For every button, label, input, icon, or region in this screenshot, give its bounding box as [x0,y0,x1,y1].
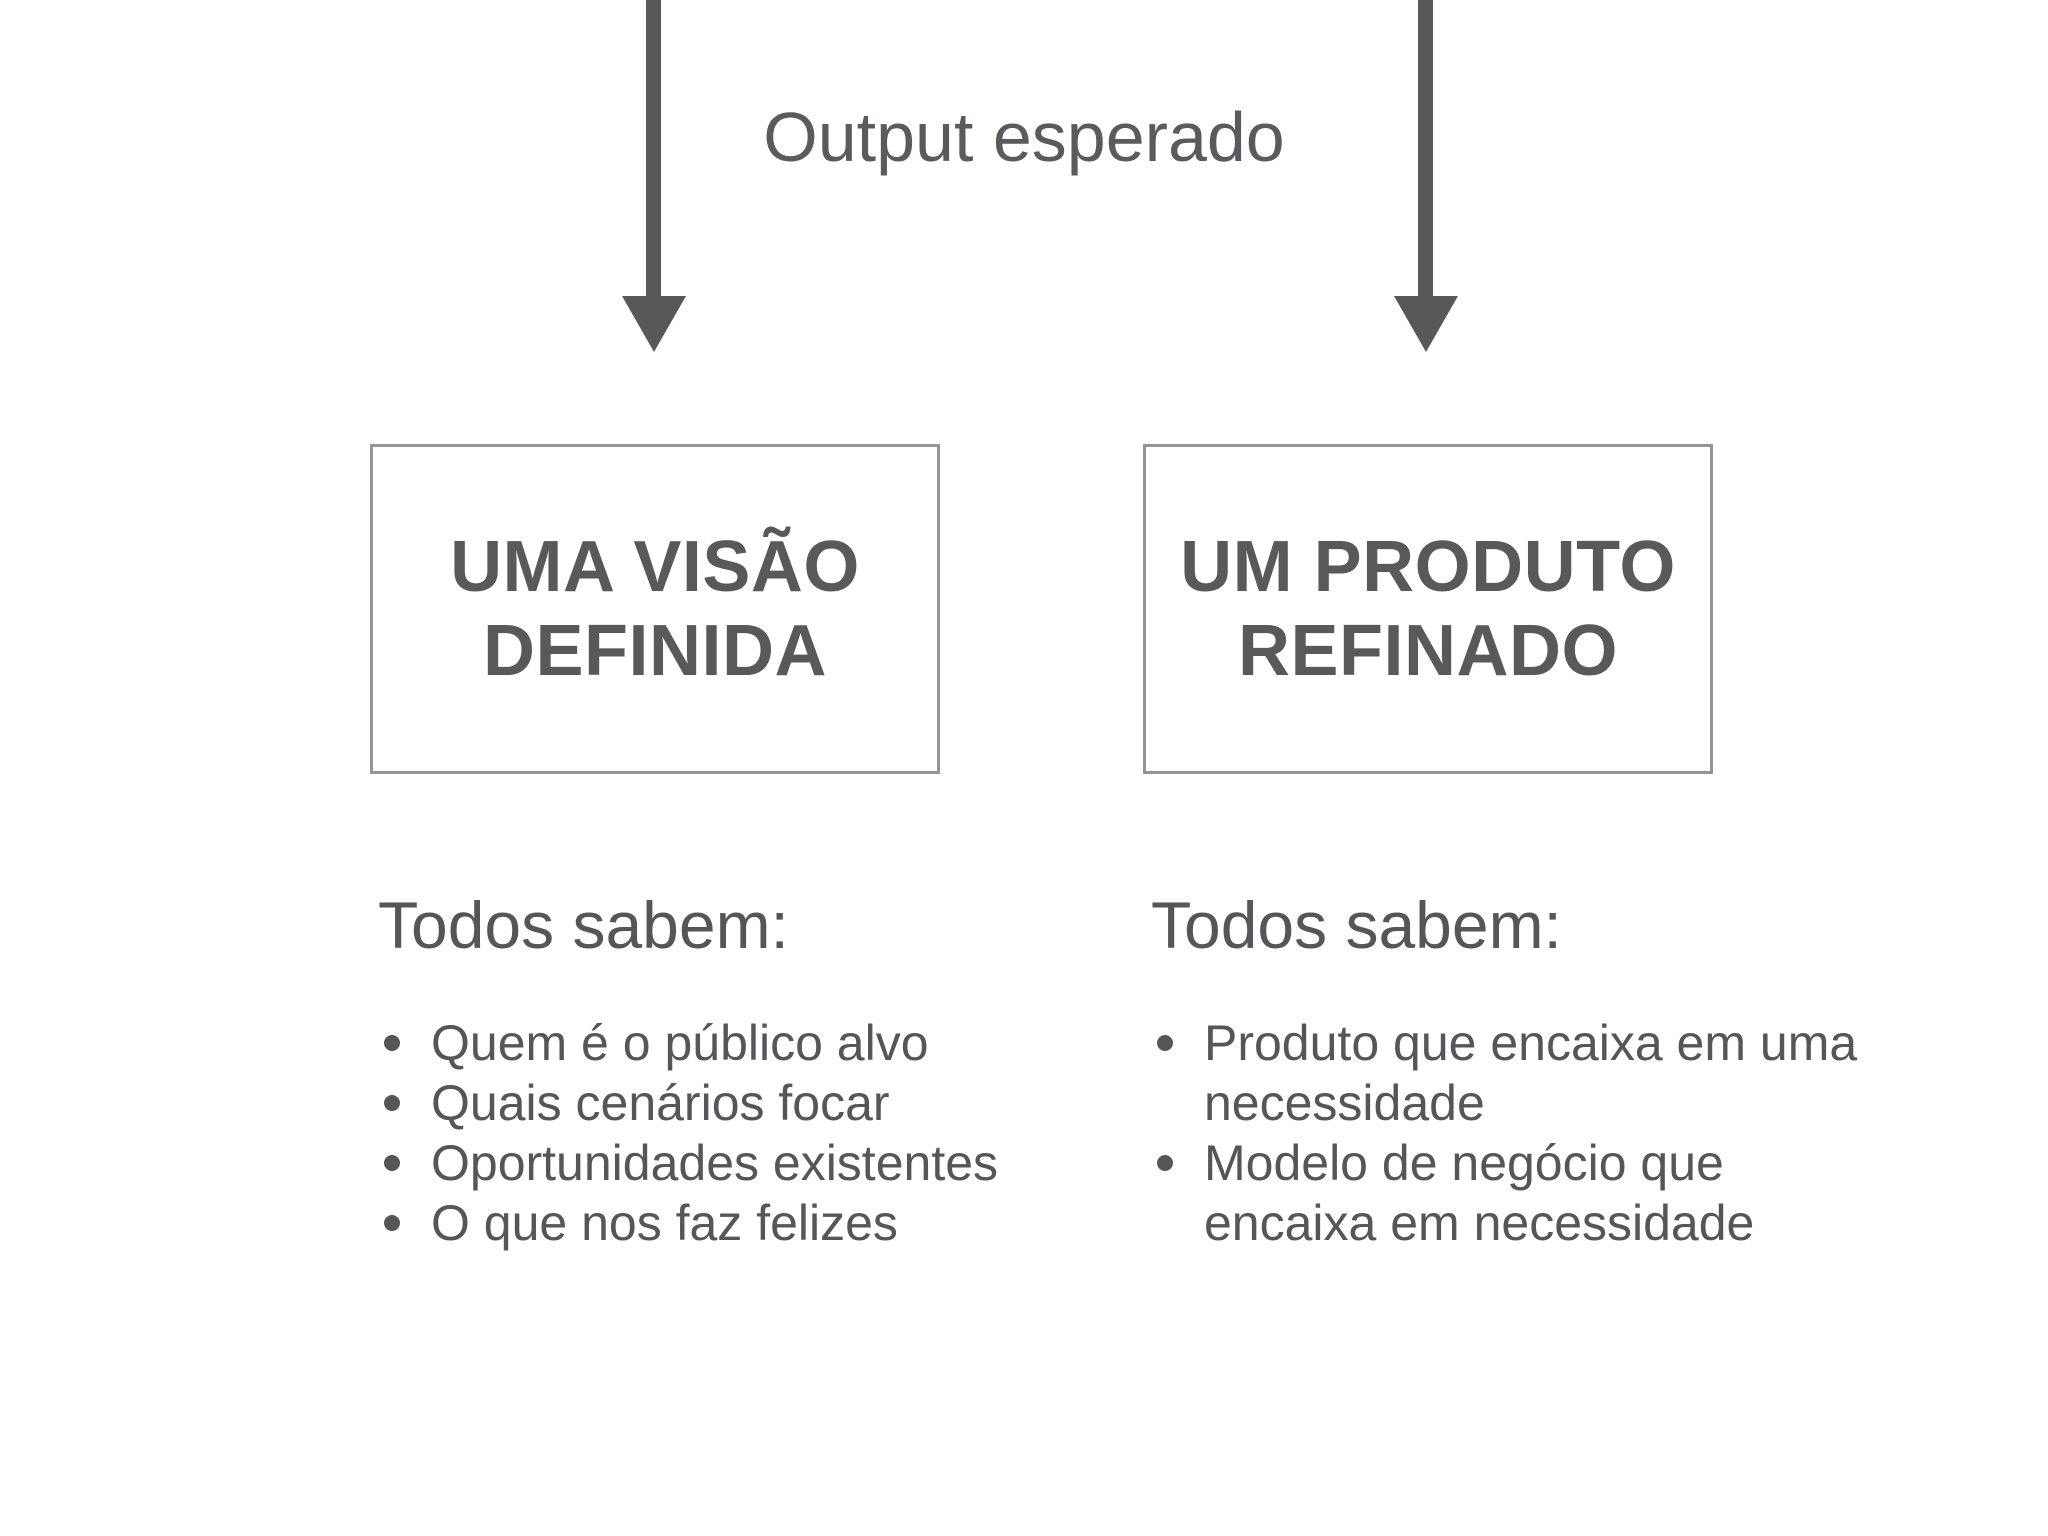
list-item: O que nos faz felizes [370,1193,1150,1253]
list-item: Quem é o público alvo [370,1013,1150,1073]
vision-list-heading: Todos sabem: [378,888,789,962]
product-box-title: UM PRODUTO REFINADO [1180,527,1676,691]
list-item: Quais cenários focar [370,1073,1150,1133]
vision-bullet-list: Quem é o público alvo Quais cenários foc… [370,1013,1150,1253]
arrow-shaft [1418,0,1433,298]
down-arrow-icon-right [1394,0,1458,352]
vision-box-title: UMA VISÃO DEFINIDA [450,527,860,691]
product-list-heading: Todos sabem: [1151,888,1562,962]
list-item: Oportunidades existentes [370,1133,1150,1193]
vision-box: UMA VISÃO DEFINIDA [370,444,940,774]
list-item: Modelo de negócio que encaixa em necessi… [1143,1133,1923,1253]
product-box: UM PRODUTO REFINADO [1143,444,1713,774]
arrow-head [1394,296,1458,352]
column-vision: UMA VISÃO DEFINIDA Todos sabem: Quem é o… [370,444,1150,1253]
arrow-shaft [646,0,661,298]
product-bullet-list: Produto que encaixa em uma necessidade M… [1143,1013,1923,1253]
arrow-head [622,296,686,352]
list-item: Produto que encaixa em uma necessidade [1143,1013,1923,1133]
column-product: UM PRODUTO REFINADO Todos sabem: Produto… [1143,444,1923,1253]
down-arrow-icon-left [622,0,686,352]
page-title: Output esperado [763,98,1285,176]
